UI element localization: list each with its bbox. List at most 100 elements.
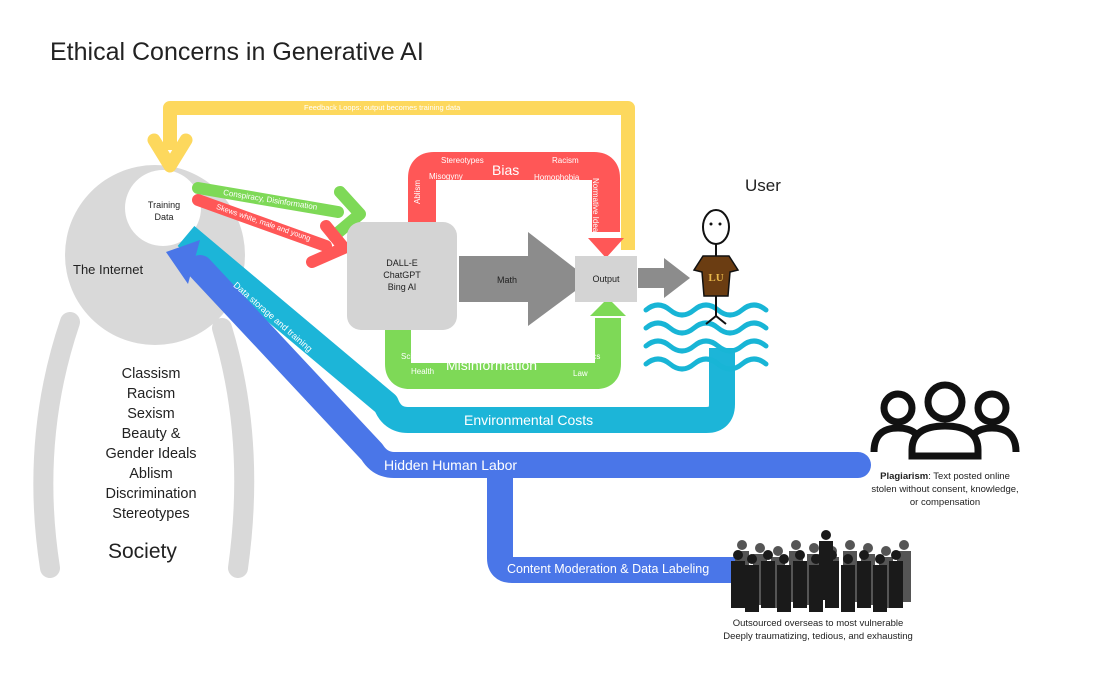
bias-label: Bias — [492, 162, 520, 178]
outsourced-note: Outsourced overseas to most vulnerable D… — [710, 617, 926, 643]
worker-head — [809, 543, 819, 553]
user-label: User — [745, 176, 781, 195]
worker-head — [763, 550, 773, 560]
diagram-title: Ethical Concerns in Generative AI — [50, 38, 424, 66]
bias-loop — [408, 152, 620, 232]
society-issue: Classism — [121, 366, 181, 382]
plagiarism-line3: or compensation — [909, 497, 981, 508]
society-arc-left — [33, 312, 80, 578]
misinformation-loop — [385, 318, 621, 389]
society-issues-list: Classism Racism Sexism Beauty & Gender I… — [86, 364, 216, 524]
society-issue: Stereotypes — [112, 506, 190, 522]
people-group-icon — [870, 381, 1020, 460]
conspiracy-arrow — [192, 182, 344, 218]
worker-head — [811, 554, 821, 564]
worker-head — [795, 550, 805, 560]
conspiracy-arrowhead — [328, 186, 366, 242]
crowd-of-workers-icon — [731, 530, 911, 612]
society-issue: Ablism — [129, 466, 173, 482]
worker-body — [793, 561, 807, 608]
outsourced-line2: Deeply traumatizing, tedious, and exhaus… — [723, 631, 913, 642]
society-issue: Racism — [126, 386, 176, 402]
hidden-labor-path — [187, 255, 871, 478]
training-data-circle — [125, 170, 201, 246]
bias-arrowhead — [588, 238, 624, 258]
worker-head — [747, 554, 757, 564]
worker-body — [873, 565, 887, 612]
worker-head — [821, 530, 831, 540]
outsourced-line1: Outsourced overseas to most vulnerable — [732, 618, 904, 629]
bias-term-stereotypes: Stereotypes — [441, 156, 484, 165]
society-issue: Gender Ideals — [105, 446, 197, 462]
worker-head — [859, 550, 869, 560]
misinformation-arrowhead — [590, 298, 626, 316]
plagiarism-line2: stolen without consent, knowledge, — [871, 484, 1019, 495]
worker-head — [881, 546, 891, 556]
society-arc-right — [212, 318, 255, 578]
model-bingai: Bing AI — [387, 282, 417, 292]
worker-body — [777, 565, 791, 612]
worker-body — [889, 561, 903, 608]
worker-body — [819, 541, 833, 600]
bias-term-homophobia: Homophobia — [534, 173, 580, 182]
math-arrow — [459, 232, 590, 326]
environmental-costs-path — [177, 226, 735, 433]
worker-head — [779, 554, 789, 564]
feedback-loop-arrowhead — [147, 133, 193, 173]
worker-head — [773, 546, 783, 556]
plagiarism-rest: : Text posted online — [928, 471, 1010, 482]
misinfo-term-history: History — [516, 349, 541, 358]
society-issue: Beauty & — [121, 426, 181, 442]
feedback-loop-arrow — [163, 101, 635, 250]
model-chatgpt: ChatGPT — [383, 270, 421, 280]
training-data-label: Training Data — [147, 200, 181, 222]
misinformation-label: Misinformation — [446, 357, 538, 373]
output-label: Output — [592, 274, 620, 284]
worker-head — [737, 540, 747, 550]
worker-head — [845, 540, 855, 550]
hidden-labor-label: Hidden Human Labor — [384, 457, 518, 473]
hidden-labor-arrowhead — [166, 240, 200, 284]
society-issue: Discrimination — [105, 486, 197, 502]
bias-term-misogyny: Misogyny — [429, 172, 463, 181]
misinfo-term-health: Health — [411, 367, 435, 376]
worker-body — [745, 565, 759, 612]
user-figure — [692, 209, 740, 325]
worker-body — [841, 565, 855, 612]
worker-body — [857, 561, 871, 608]
worker-head — [733, 550, 743, 560]
output-to-user-arrow — [638, 258, 690, 298]
misinfo-term-politics: Politics — [575, 352, 601, 361]
society-label: Society — [108, 540, 177, 563]
bias-term-ablism: Ablism — [413, 179, 422, 204]
bias-term-normative-ideals: Normative Ideals — [591, 178, 600, 239]
worker-head — [875, 554, 885, 564]
worker-head — [843, 554, 853, 564]
misinfo-term-law: Law — [573, 369, 588, 378]
bias-term-racism: Racism — [552, 156, 579, 165]
environmental-costs-label: Environmental Costs — [464, 412, 594, 428]
output-box — [575, 256, 637, 302]
misinfo-term-science: Science — [401, 352, 430, 361]
worker-body — [761, 561, 775, 608]
skews-arrowhead — [306, 220, 350, 268]
model-dalle: DALL-E — [386, 258, 418, 268]
worker-head — [899, 540, 909, 550]
worker-head — [755, 543, 765, 553]
internet-label: The Internet — [73, 262, 144, 277]
math-label: Math — [497, 275, 518, 285]
content-moderation-path — [487, 452, 749, 583]
worker-body — [731, 561, 745, 608]
society-issue: Sexism — [127, 406, 175, 422]
skews-arrow — [192, 194, 332, 252]
content-moderation-label: Content Moderation & Data Labeling — [507, 562, 710, 576]
worker-head — [791, 540, 801, 550]
plagiarism-bold: Plagiarism — [880, 471, 929, 482]
feedback-loop-label: Feedback Loops: output becomes training … — [304, 103, 461, 112]
model-box — [347, 222, 457, 330]
shirt-text: LU — [708, 272, 723, 284]
plagiarism-note: Plagiarism: Text posted online stolen wi… — [860, 470, 1030, 509]
worker-head — [891, 550, 901, 560]
water-waves — [643, 302, 769, 372]
